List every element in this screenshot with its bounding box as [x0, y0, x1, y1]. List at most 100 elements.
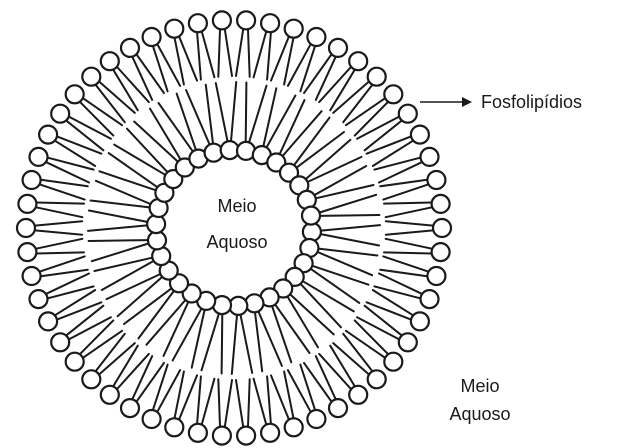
- outer-lipid-tail: [36, 239, 82, 249]
- outer-lipid-head: [384, 353, 402, 371]
- outer-lipid-tail: [379, 162, 422, 182]
- outer-lipid-head: [39, 126, 57, 144]
- inner-lipid-tail: [297, 132, 344, 168]
- outer-lipid-tail: [300, 46, 315, 91]
- outer-lipid-tail: [267, 376, 271, 423]
- phospholipids-label: Fosfolipídios: [481, 92, 582, 112]
- inner-lipid-tail: [89, 211, 147, 222]
- outer-lipid-head: [329, 39, 347, 57]
- outer-lipid-tail: [57, 302, 101, 319]
- inner-lipid-tail: [316, 185, 374, 198]
- outer-lipid-head: [66, 353, 84, 371]
- outer-lipid-head: [432, 243, 450, 261]
- outer-lipid-tail: [197, 33, 201, 80]
- inner-lipid-tail: [91, 201, 150, 208]
- pointer-arrow: [420, 97, 472, 107]
- outer-lipid-head: [51, 105, 69, 123]
- outer-lipid-tail: [57, 137, 101, 154]
- outer-lipid-tail: [384, 203, 431, 204]
- hydrophilic-heads: [17, 11, 451, 444]
- inner-lipid-tail: [134, 122, 178, 162]
- outer-lipid-head: [349, 52, 367, 70]
- outer-lipid-head: [285, 20, 303, 38]
- outer-lipid-tail: [153, 46, 168, 91]
- outer-lipid-tail: [48, 286, 94, 298]
- outer-lipid-head: [307, 28, 325, 46]
- outer-lipid-tail: [40, 184, 85, 199]
- inner-lipid-tail: [319, 249, 378, 256]
- outer-lipid-tail: [367, 302, 411, 319]
- inner-lipid-head: [147, 215, 165, 233]
- outer-lipid-head: [411, 312, 429, 330]
- inner-medium-label-line2: Aquoso: [206, 232, 267, 252]
- inner-lipid-tail: [246, 83, 247, 142]
- inner-lipid-tail: [124, 288, 171, 324]
- outer-lipid-head: [189, 424, 207, 442]
- outer-lipid-tail: [248, 30, 250, 77]
- outer-lipid-head: [213, 427, 231, 445]
- outer-lipid-tail: [254, 32, 267, 78]
- inner-lipid-tail: [318, 252, 373, 275]
- outer-lipid-tail: [386, 207, 432, 217]
- inner-lipid-tail: [290, 294, 334, 334]
- outer-lipid-tail: [218, 379, 220, 426]
- outer-lipid-tail: [248, 379, 250, 426]
- inner-lipid-tail: [150, 109, 181, 160]
- outer-lipid-head: [121, 399, 139, 417]
- outer-lipid-tail: [202, 379, 215, 425]
- outer-lipid-head: [143, 28, 161, 46]
- outer-lipid-tail: [380, 270, 427, 277]
- inner-lipid-tail: [173, 309, 202, 361]
- inner-lipid-tail: [320, 195, 377, 213]
- outer-lipid-head: [51, 333, 69, 351]
- outer-lipid-tail: [40, 256, 85, 271]
- outer-lipid-head: [39, 312, 57, 330]
- outer-lipid-head: [18, 243, 36, 261]
- outer-lipid-tail: [386, 221, 433, 225]
- outer-lipid-tail: [225, 380, 232, 427]
- outer-lipid-head: [237, 427, 255, 445]
- outer-lipid-head: [421, 148, 439, 166]
- inner-lipid-tail: [88, 225, 147, 231]
- outer-lipid-head: [30, 148, 48, 166]
- outer-lipid-head: [143, 410, 161, 428]
- outer-lipid-tail: [41, 270, 88, 277]
- outer-lipid-tail: [202, 32, 215, 78]
- outer-lipid-head: [213, 11, 231, 29]
- outer-lipid-tail: [236, 29, 243, 76]
- outer-lipid-head: [101, 52, 119, 70]
- outer-lipid-head: [399, 105, 417, 123]
- inner-lipid-tail: [315, 166, 367, 195]
- inner-lipid-tail: [222, 314, 223, 373]
- inner-lipid-tail: [320, 215, 379, 216]
- inner-lipid-tail: [216, 83, 228, 141]
- outer-lipid-tail: [236, 380, 243, 427]
- outer-lipid-tail: [267, 33, 271, 80]
- inner-lipid-tail: [186, 90, 210, 144]
- outer-lipid-tail: [46, 274, 89, 294]
- outer-lipid-tail: [374, 286, 420, 298]
- hydrophobic-tails: [35, 29, 433, 427]
- inner-lipid-tail: [258, 312, 282, 366]
- inner-lipid-tail: [89, 240, 148, 241]
- inner-lipid-tail: [127, 129, 167, 172]
- outer-lipid-head: [66, 85, 84, 103]
- outer-lipid-tail: [374, 158, 420, 170]
- outer-lipid-head: [121, 39, 139, 57]
- inner-lipid-tail: [303, 281, 354, 311]
- inner-lipid-tail: [206, 85, 213, 144]
- outer-lipid-head: [82, 370, 100, 388]
- inner-lipid-tail: [241, 315, 253, 373]
- inner-lipid-tail: [288, 297, 319, 348]
- outer-lipid-head: [237, 11, 255, 29]
- outer-lipid-tail: [225, 29, 232, 76]
- outer-lipid-head: [18, 195, 36, 213]
- outer-lipid-head: [432, 195, 450, 213]
- outer-lipid-head: [329, 399, 347, 417]
- inner-lipid-tail: [114, 145, 165, 175]
- outer-lipid-head: [427, 267, 445, 285]
- outer-lipid-head: [433, 219, 451, 237]
- outer-lipid-head: [427, 171, 445, 189]
- inner-lipid-tail: [96, 181, 150, 204]
- outer-lipid-head: [411, 126, 429, 144]
